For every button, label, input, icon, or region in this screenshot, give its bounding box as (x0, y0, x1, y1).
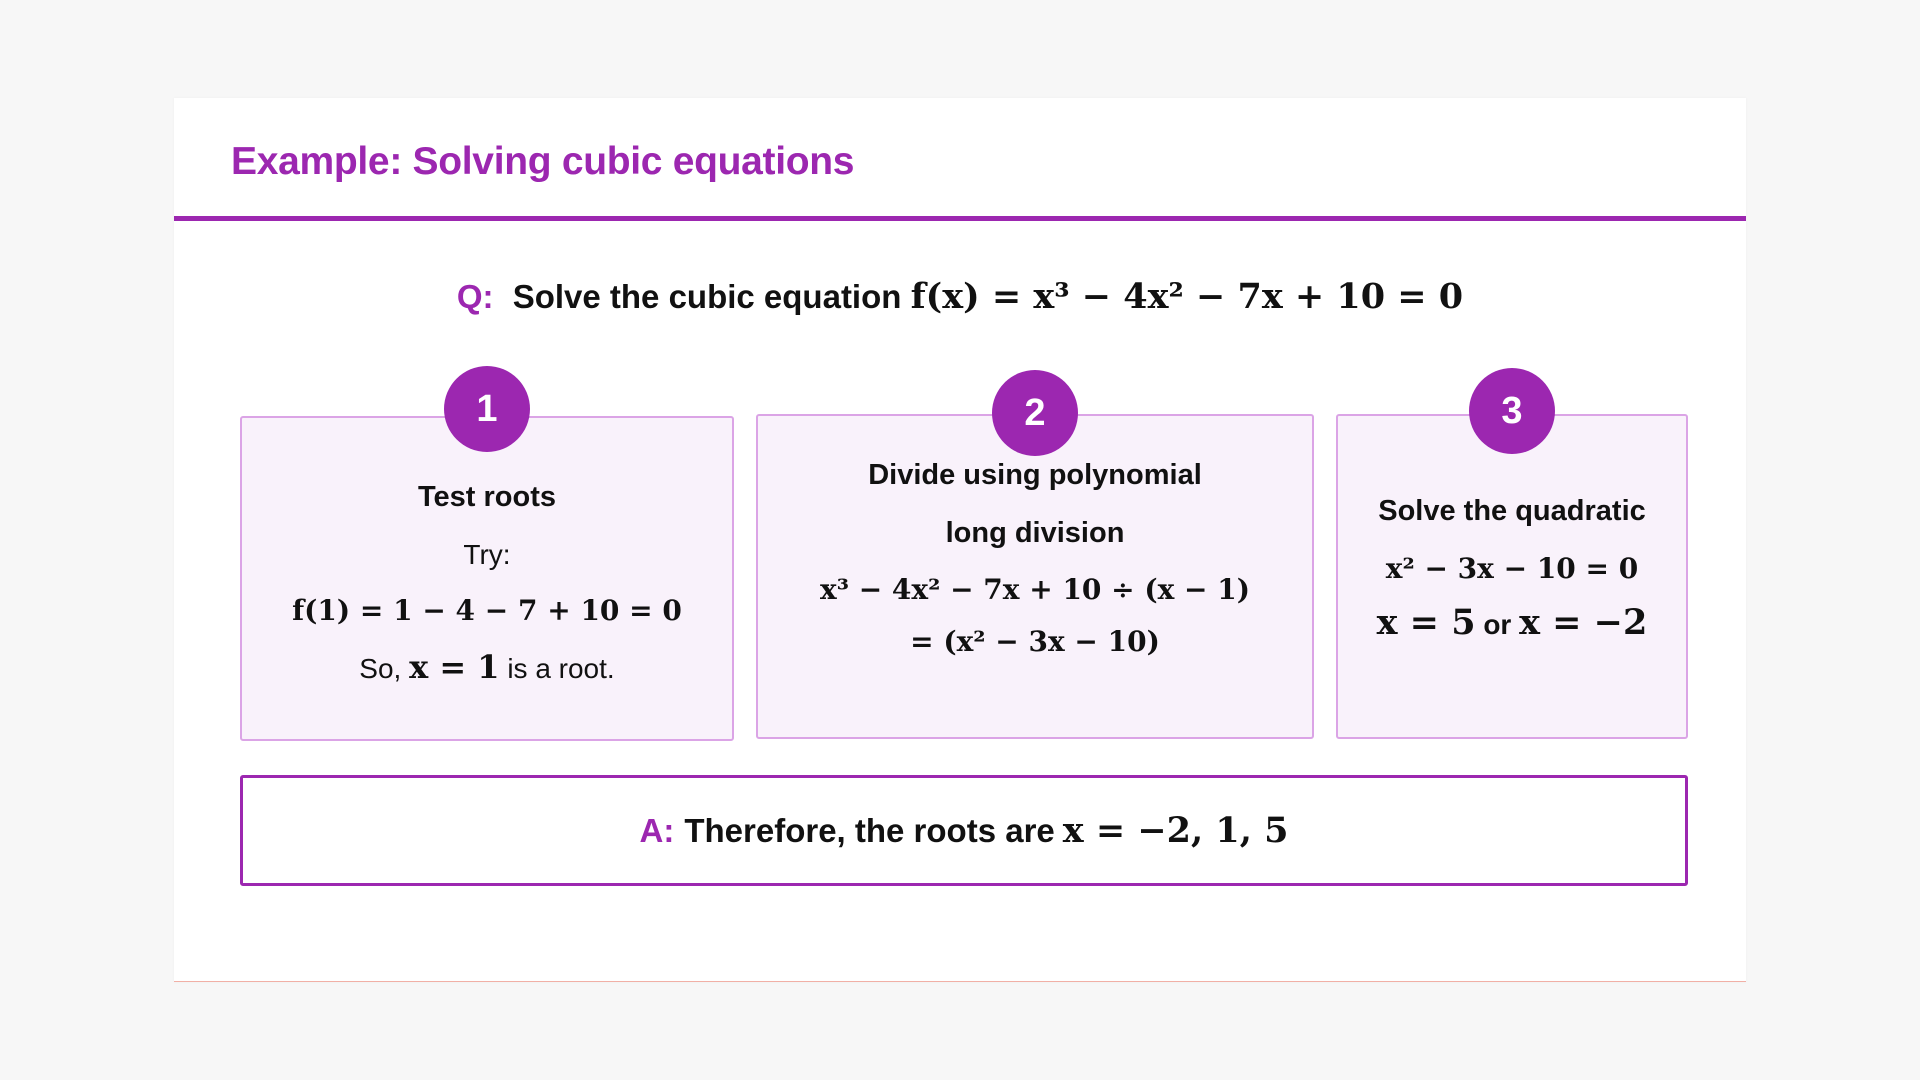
step-solution: x = 5 or x = −2 (1338, 598, 1686, 650)
step-heading: Solve the quadratic (1378, 495, 1646, 527)
step-heading-line-2: long division (945, 517, 1125, 549)
answer-prefix: A: (639, 811, 675, 849)
solution-or: or (1483, 609, 1512, 640)
answer-equation: x = −2, 1, 5 (1062, 810, 1289, 851)
conclusion-suffix: is a root. (507, 653, 615, 684)
slide: Example: Solving cubic equations Q: Solv… (174, 98, 1746, 982)
step-content: Solve the quadratic x² − 3x − 10 = 0 x =… (1338, 482, 1686, 650)
step-number-badge: 3 (1469, 368, 1555, 454)
step-equation-line-2: = (x² − 3x − 10) (910, 625, 1160, 658)
step-card-2: 2 Divide using polynomial long division … (756, 370, 1314, 739)
answer-text: Therefore, the roots are (684, 811, 1055, 849)
step-intro: Try: (463, 539, 511, 570)
question-prefix: Q: (456, 278, 494, 315)
solution-a: x = 5 (1376, 602, 1476, 643)
step-card-3: 3 Solve the quadratic x² − 3x − 10 = 0 x… (1336, 368, 1688, 739)
title-divider (174, 216, 1746, 221)
step-heading-line-1: Divide using polynomial (868, 459, 1202, 491)
step-content: Divide using polynomial long division x³… (758, 446, 1312, 666)
step-card-1: 1 Test roots Try: f(1) = 1 − 4 − 7 + 10 … (240, 366, 734, 741)
answer-box: A: Therefore, the roots are x = −2, 1, 5 (240, 775, 1688, 886)
step-content: Test roots Try: f(1) = 1 − 4 − 7 + 10 = … (242, 468, 732, 694)
step-heading: Test roots (417, 481, 557, 513)
step-equation-line-1: x³ − 4x² − 7x + 10 ÷ (x − 1) (820, 573, 1250, 606)
slide-title: Example: Solving cubic equations (231, 140, 855, 183)
step-equation: f(1) = 1 − 4 − 7 + 10 = 0 (292, 594, 682, 627)
conclusion-prefix: So, (359, 653, 402, 684)
step-number-badge: 1 (444, 366, 530, 452)
step-conclusion: So, x = 1 is a root. (242, 642, 732, 694)
step-number-badge: 2 (992, 370, 1078, 456)
solution-b: x = −2 (1519, 602, 1648, 643)
conclusion-math: x = 1 (409, 648, 500, 686)
step-equation: x² − 3x − 10 = 0 (1385, 552, 1639, 585)
question-text: Solve the cubic equation (512, 278, 902, 315)
question-row: Q: Solve the cubic equation f(x) = x³ − … (174, 276, 1746, 317)
question-equation: f(x) = x³ − 4x² − 7x + 10 = 0 (910, 276, 1464, 317)
